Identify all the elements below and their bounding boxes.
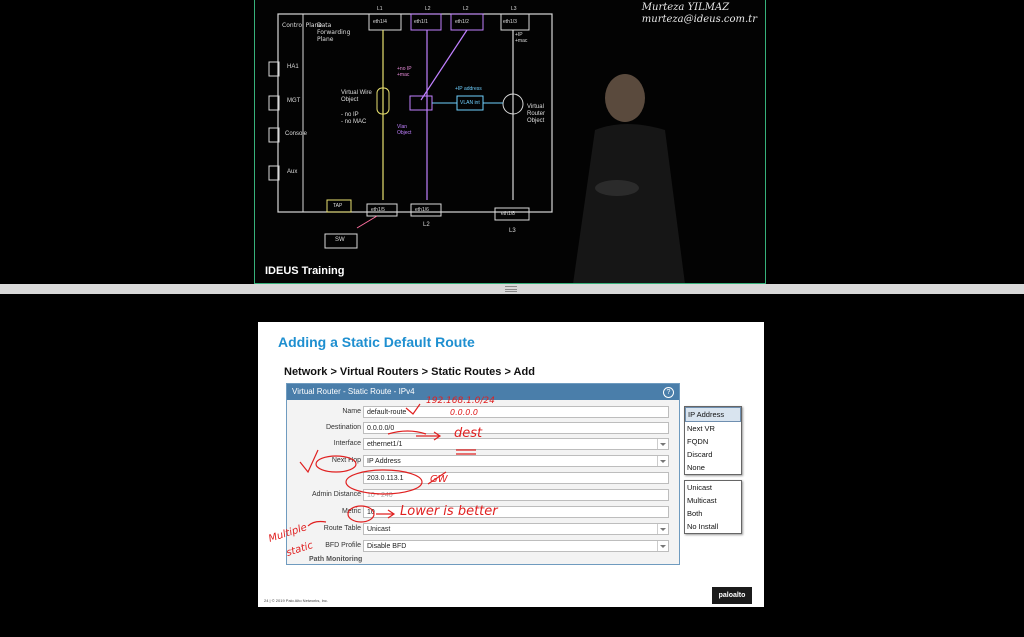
footer-copyright: 24 | © 2019 Palo Alto Networks, Inc. [264, 598, 329, 603]
chevron-down-icon[interactable] [657, 524, 668, 534]
row-name: Name default-route [287, 406, 679, 420]
bfd-value: Disable BFD [367, 543, 407, 550]
iface-top-1: eth1/4 [373, 19, 387, 25]
switch-label: SW [335, 237, 345, 243]
help-icon[interactable]: ? [663, 387, 674, 398]
nexthop-label: Next Hop [331, 457, 361, 464]
row-routetable: Route Table Unicast [287, 523, 679, 537]
path-monitoring-label: Path Monitoring [309, 556, 363, 563]
dialog-title: Virtual Router - Static Route - IPv4 [292, 387, 415, 396]
interface-label: Interface [333, 440, 361, 447]
bfd-select[interactable]: Disable BFD [363, 540, 669, 552]
ink-ip-note: 192.168.1.0/24 [426, 396, 495, 406]
name-input[interactable]: default-route [363, 406, 669, 418]
iface-bottom-3: eth1/8 [501, 211, 515, 217]
routetable-option-noinstall[interactable]: No Install [687, 522, 719, 531]
tag-bottom-l3: L3 [509, 228, 516, 234]
routetable-label: Route Table [323, 525, 361, 532]
row-nexthop-ip: 203.0.113.1 [287, 472, 679, 486]
data-plane-label: Data Forwarding Plane [317, 22, 351, 43]
nexthop-option-discard[interactable]: Discard [687, 450, 713, 459]
row-nexthop: Next Hop IP Address [287, 455, 679, 469]
name-label: Name [342, 408, 361, 415]
chevron-down-icon[interactable] [657, 456, 668, 466]
ink-dest-note: dest [454, 426, 483, 441]
nexthop-select[interactable]: IP Address [363, 455, 669, 467]
port-mgt: MGT [287, 98, 301, 104]
slide-breadcrumb: Network > Virtual Routers > Static Route… [284, 366, 535, 378]
paloalto-logo: paloalto [712, 587, 752, 604]
destination-label: Destination [325, 424, 361, 431]
row-interface: Interface ethernet1/1 [287, 438, 679, 452]
note-ip-mac: +IP +mac [515, 32, 528, 44]
note-nomac: - no MAC [341, 119, 367, 125]
nexthop-ip-input[interactable]: 203.0.113.1 [363, 472, 669, 484]
video-title: IDEUS Training [265, 265, 345, 277]
routetable-option-both[interactable]: Both [687, 509, 703, 518]
iface-top-2: eth1/1 [414, 19, 428, 25]
ink-lower-note: Lower is better [400, 504, 498, 519]
port-ha1: HA1 [287, 64, 299, 70]
nexthop-option-ip[interactable]: IP Address [685, 407, 741, 422]
port-aux: Aux [287, 169, 298, 175]
slide-footer: 24 | © 2019 Palo Alto Networks, Inc. pal… [258, 585, 764, 607]
tag-top-3: L2 [463, 6, 469, 12]
destination-input[interactable]: 0.0.0.0/0 [363, 422, 669, 434]
iface-top-3: eth1/2 [455, 19, 469, 25]
ink-gw-note: GW [430, 474, 448, 485]
iface-bottom-1: eth1/5 [371, 207, 385, 213]
nexthop-option-fqdn[interactable]: FQDN [687, 437, 709, 446]
tag-bottom-l2: L2 [423, 222, 430, 228]
note-vlan-int: VLAN int [460, 100, 480, 106]
presenter-email: murteza@ideus.com.tr [641, 14, 757, 25]
pane-splitter[interactable] [0, 284, 1024, 294]
tag-top-2: L2 [425, 6, 431, 12]
interface-value: ethernet1/1 [367, 441, 403, 448]
nexthop-option-nextvr[interactable]: Next VR [687, 424, 715, 433]
row-bfd: BFD Profile Disable BFD [287, 540, 679, 554]
slide-title: Adding a Static Default Route [278, 334, 475, 350]
presenter-name: Murteza YILMAZ [641, 2, 730, 13]
admin-distance-label: Admin Distance [311, 491, 361, 498]
tag-top-1: L1 [377, 6, 383, 12]
bfd-label: BFD Profile [325, 542, 361, 549]
note-vlan-object: Vlan Object [397, 124, 412, 136]
routetable-option-unicast[interactable]: Unicast [687, 483, 713, 492]
presenter-credit: Murteza YILMAZ murteza@ideus.com.tr [642, 2, 757, 26]
row-admin: Admin Distance 10 - 240 [287, 489, 679, 503]
splitter-grip-icon[interactable] [505, 286, 517, 292]
interface-select[interactable]: ethernet1/1 [363, 438, 669, 450]
chevron-down-icon[interactable] [657, 541, 668, 551]
note-noip: - no IP [341, 112, 359, 118]
nexthop-option-none[interactable]: None [687, 463, 705, 472]
iface-bottom-2: eth1/6 [415, 207, 429, 213]
routetable-value: Unicast [367, 526, 391, 533]
nexthop-options-popup: IP Address Next VR FQDN Discard None [684, 406, 742, 475]
ink-zero-note: 0.0.0.0 [450, 408, 478, 417]
metric-label: Metric [341, 508, 361, 515]
note-vwire: Virtual Wire Object [341, 90, 372, 103]
routetable-options-popup: Unicast Multicast Both No Install [684, 480, 742, 534]
routetable-option-multicast[interactable]: Multicast [687, 496, 717, 505]
nexthop-value: IP Address [367, 458, 401, 465]
row-destination: Destination 0.0.0.0/0 [287, 422, 679, 436]
admin-distance-input[interactable]: 10 - 240 [363, 489, 669, 501]
dialog-header: Virtual Router - Static Route - IPv4 ? [287, 384, 679, 400]
note-ip-address: +IP address [455, 86, 482, 92]
note-virtual-router: Virtual Router Object [527, 104, 546, 124]
note-noip-mac: +no IP +mac [397, 66, 412, 78]
chevron-down-icon[interactable] [657, 439, 668, 449]
static-route-dialog: Virtual Router - Static Route - IPv4 ? N… [286, 383, 680, 565]
routetable-select[interactable]: Unicast [363, 523, 669, 535]
tag-top-4: L3 [511, 6, 517, 12]
video-pane: Control Plane Data Forwarding Plane HA1 … [254, 0, 766, 284]
slide: Adding a Static Default Route Network > … [258, 322, 764, 607]
iface-top-4: eth1/3 [503, 19, 517, 25]
row-pathmon: Path Monitoring [287, 556, 679, 564]
tag-tap: TAP [333, 203, 343, 209]
control-plane-label: Control Plane [282, 22, 323, 29]
port-console: Console [285, 131, 308, 137]
